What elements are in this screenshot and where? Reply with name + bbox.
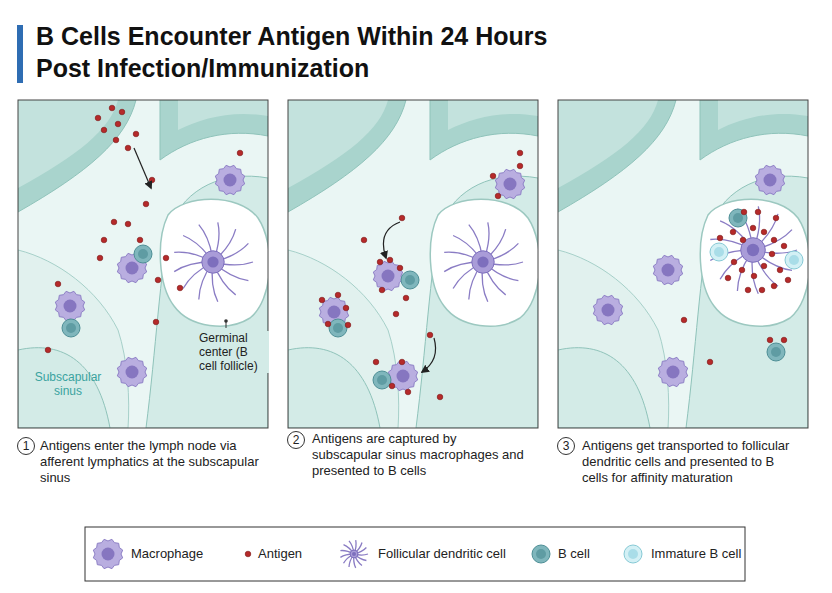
legend-text: Follicular dendritic cell	[378, 546, 506, 562]
b-cell	[134, 245, 152, 263]
b-cell	[401, 271, 419, 289]
macrophage	[93, 539, 122, 568]
step-caption: Antigens are captured by subscapular sin…	[312, 431, 524, 479]
follicular-dendritic-cell	[340, 540, 368, 568]
b-cell	[729, 209, 747, 227]
legend-text: Immature B cell	[651, 546, 741, 562]
panel-frame	[288, 100, 538, 428]
sinus-label: Subscapular sinus	[33, 370, 103, 398]
b-cell	[532, 545, 550, 563]
macrophage	[495, 169, 524, 198]
follicular-dendritic-cell	[174, 222, 253, 301]
step-number: 3	[557, 437, 575, 455]
macrophage	[658, 357, 687, 386]
follicular-dendritic-cell	[444, 222, 523, 301]
macrophage	[373, 261, 402, 290]
legend-text: B cell	[558, 546, 590, 562]
legend-text: Antigen	[258, 546, 302, 562]
b-cell	[767, 343, 785, 361]
b-cell	[329, 319, 347, 337]
title: B Cells Encounter Antigen Within 24 Hour…	[36, 20, 606, 84]
legend-text: Macrophage	[131, 546, 203, 562]
leader-line	[226, 322, 227, 328]
immature-b-cell	[785, 251, 803, 269]
panel-frame	[558, 100, 808, 428]
macrophage	[388, 361, 417, 390]
legend-box	[85, 527, 745, 581]
macrophage	[117, 357, 146, 386]
panel-frame	[18, 100, 268, 428]
follicle-label: Germinal center (B cell follicle)	[199, 331, 269, 373]
macrophage	[593, 295, 622, 324]
step-caption: Antigens enter the lymph node via affere…	[40, 438, 262, 486]
step-number: 2	[287, 431, 305, 449]
immature-b-cell	[710, 243, 728, 261]
title-bar	[17, 25, 23, 83]
macrophage	[755, 165, 784, 194]
follicular-dendritic-cell	[710, 206, 797, 293]
immature-b-cell	[624, 545, 642, 563]
step-number: 1	[17, 437, 35, 455]
b-cell	[62, 319, 80, 337]
macrophage	[215, 165, 244, 194]
step-caption: Antigens get transported to follicular d…	[582, 438, 794, 486]
step-number-text: 1	[23, 440, 30, 452]
b-cell	[373, 371, 391, 389]
step-number-text: 2	[293, 434, 300, 446]
macrophage	[653, 255, 682, 284]
step-number-text: 3	[563, 440, 570, 452]
macrophage	[55, 291, 84, 320]
